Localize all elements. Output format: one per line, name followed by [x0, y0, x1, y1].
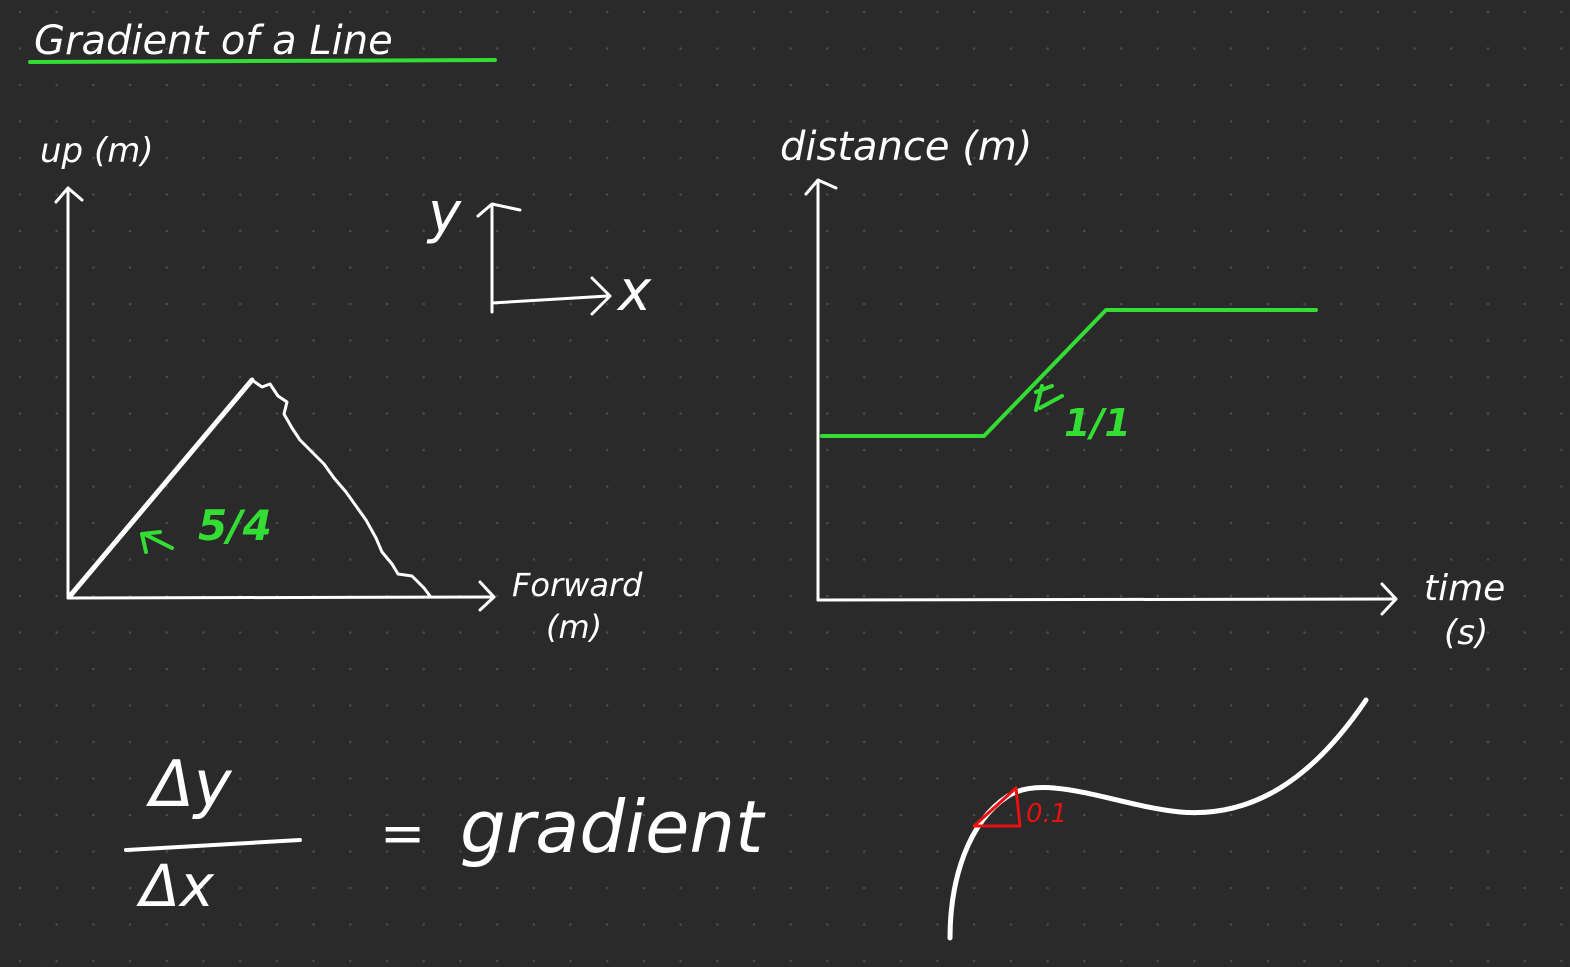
- right-slope-arrow: [1034, 384, 1064, 412]
- axes-key-y-letter: y: [426, 181, 462, 246]
- left-graph: [54, 186, 496, 612]
- curve-line: [947, 697, 1369, 941]
- left-graph-x-axis: [66, 595, 496, 600]
- right-graph: [804, 178, 1398, 616]
- right-graph-y-arrowhead: [804, 178, 838, 196]
- left-slope-label: 5/4: [198, 501, 272, 550]
- left-graph-slope-annotation: 5/4: [140, 501, 272, 554]
- axes-key-x-letter: x: [616, 259, 652, 324]
- dot-grid: [18, 10, 1563, 963]
- page-title: Gradient of a Line: [34, 18, 393, 64]
- left-graph-x-label-line1: Forward: [512, 566, 643, 604]
- axes-key: y x: [426, 181, 652, 324]
- right-graph-x-label-line2: (s): [1444, 613, 1488, 653]
- axes-key-horizontal-arrowhead: [590, 276, 612, 316]
- formula-denominator: Δx: [136, 852, 215, 920]
- tangent-delta-triangle: [972, 786, 1022, 828]
- curve-sketch: 0.1: [947, 697, 1369, 941]
- mountain-slope-line: [67, 377, 255, 599]
- formula-fraction-bar: [124, 838, 302, 852]
- left-graph-x-arrowhead: [478, 580, 496, 612]
- page-title-group: Gradient of a Line: [28, 18, 497, 64]
- tangent-annotation: 0.1: [1026, 799, 1067, 829]
- formula-numerator: Δy: [145, 748, 233, 822]
- left-graph-y-label: up (m): [40, 131, 154, 171]
- left-slope-arrow: [140, 530, 174, 554]
- formula-result: gradient: [460, 785, 766, 869]
- right-graph-slope-annotation: 1/1: [1034, 384, 1131, 445]
- left-graph-y-arrowhead: [54, 186, 84, 204]
- axes-key-vertical-arrowhead: [476, 202, 522, 218]
- right-graph-x-label-line1: time: [1424, 568, 1505, 609]
- right-graph-x-arrowhead: [1380, 582, 1398, 616]
- distance-time-line: [820, 308, 1318, 438]
- right-graph-x-axis: [816, 597, 1398, 602]
- right-slope-label: 1/1: [1064, 401, 1131, 445]
- axes-key-horizontal-arrow: [490, 294, 610, 305]
- gradient-formula: Δy Δx = gradient: [124, 748, 766, 920]
- title-underline: [28, 58, 497, 64]
- right-graph-y-label: distance (m): [780, 124, 1032, 170]
- formula-equals: =: [380, 802, 425, 865]
- left-graph-x-label-line2: (m): [546, 608, 602, 646]
- mountain-rough-edge: [250, 378, 432, 598]
